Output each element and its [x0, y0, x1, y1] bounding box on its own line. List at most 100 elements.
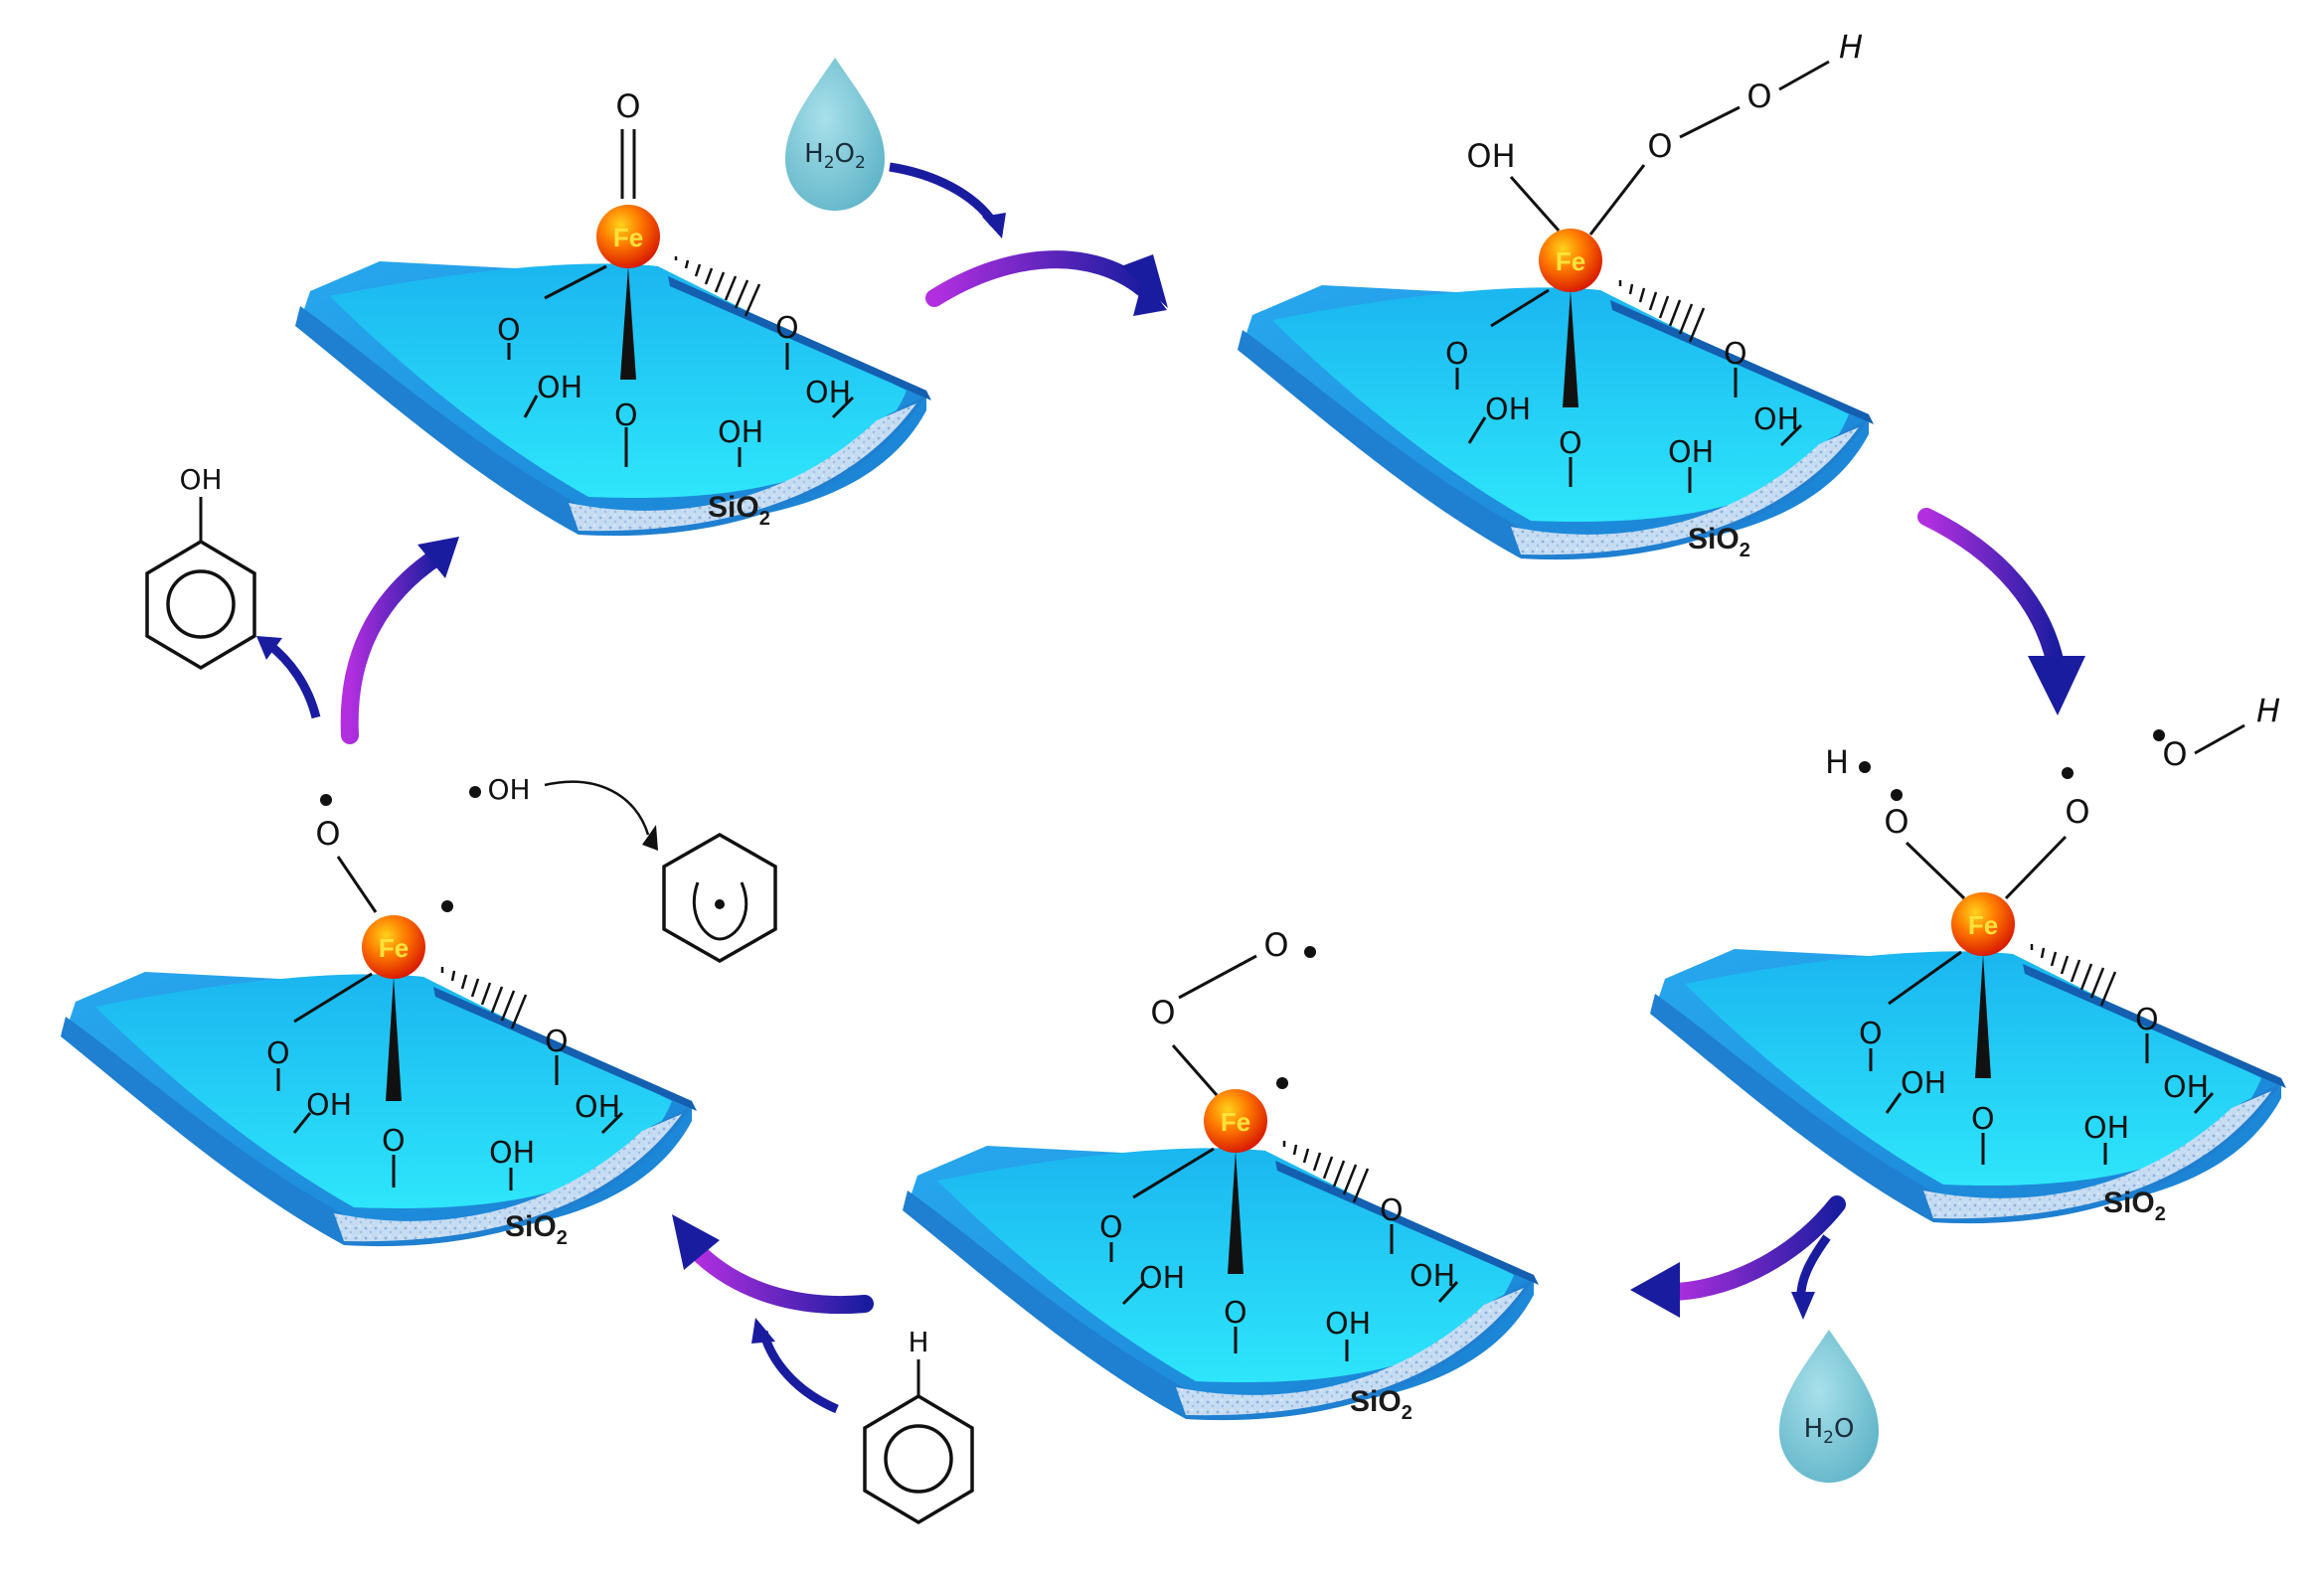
fe-label: Fe: [1556, 246, 1585, 276]
wedge-bond-c: [1975, 954, 1991, 1078]
benzene-inlet-arrow: [751, 1318, 839, 1414]
fe-site-e: Fe: [362, 915, 425, 979]
fe-sphere-icon: [1951, 892, 2015, 956]
sio2-label: SiO2: [708, 491, 770, 530]
surface-bonds-b: [1455, 288, 1803, 493]
oh-label: OH: [1901, 1066, 1946, 1101]
h2o-label: H2O: [1804, 1414, 1855, 1448]
sio2-label: SiO2: [505, 1210, 568, 1249]
radical-dot: [1304, 946, 1316, 958]
surface-labels-d: O OH O OH O OH SiO2: [1099, 1193, 1455, 1424]
h-label: H: [2256, 692, 2280, 729]
hash-bond-c: [2030, 944, 2117, 1007]
radical-dot: [1276, 1077, 1288, 1089]
benzene-ring-icon: [662, 832, 777, 964]
phenol-outlet-arrow: [256, 636, 321, 719]
radical-dot: [1859, 761, 1871, 773]
h2o2-label: H2O2: [804, 139, 866, 173]
o-label: O: [1380, 1193, 1404, 1228]
o-label: O: [1971, 1102, 1995, 1137]
h2o2-drop: H2O2: [785, 58, 885, 211]
fe-label: Fe: [379, 933, 409, 963]
o-label: O: [1099, 1210, 1123, 1245]
o-label: O: [497, 313, 521, 348]
fe-sphere-icon: [1204, 1089, 1267, 1153]
o-label: O: [545, 1025, 569, 1059]
phenol-oh-label: OH: [179, 463, 222, 496]
o-label: O: [1224, 1296, 1247, 1331]
o-label: O: [266, 1036, 290, 1071]
o-label: O: [1559, 426, 1582, 461]
o-label: O: [775, 311, 799, 346]
fe-site-d: Fe: [1204, 1089, 1267, 1153]
fe-label: Fe: [613, 223, 643, 252]
radical-dot: [715, 899, 725, 909]
oh-label: OH: [2083, 1111, 2129, 1146]
o-label: O: [1263, 926, 1288, 964]
h-label: H: [1839, 28, 1863, 66]
hydroxyl-radical-attack: OH: [469, 773, 777, 964]
surface-labels-a: O OH O OH O OH SiO2: [497, 311, 851, 530]
surface-bonds-a: [507, 264, 855, 467]
cycle-arrow-bottom-left: [672, 1214, 874, 1314]
o-label: O: [1884, 803, 1909, 841]
wedge-bond-b: [1563, 290, 1578, 407]
surface-bonds-e: [276, 972, 624, 1190]
ligand-oxyl-e: O: [315, 794, 453, 913]
cycle-arrow-bottom-right: [1630, 1195, 1846, 1318]
fe-sphere-icon: [1539, 229, 1602, 292]
o-label: O: [1859, 1017, 1883, 1051]
fe-label: Fe: [1221, 1107, 1250, 1137]
oh-label: OH: [1466, 137, 1515, 175]
hash-bond-d: [1282, 1141, 1370, 1203]
oh-label: OH: [1410, 1259, 1455, 1294]
oh-label: OH: [1753, 402, 1799, 437]
surface-bonds-d: [1109, 1147, 1459, 1361]
oh-label: OH: [1485, 393, 1531, 427]
radical-dot: [441, 900, 453, 912]
benzene-h-label: H: [908, 1326, 928, 1358]
radical-oh-label: OH: [487, 773, 530, 806]
wedge-bond-e: [386, 977, 402, 1101]
oh-label: OH: [805, 376, 851, 410]
o-label: O: [2065, 793, 2089, 831]
fe-label: Fe: [1968, 910, 1998, 940]
cycle-arrow-right: [1917, 508, 2085, 715]
o-label: O: [382, 1124, 406, 1159]
o-label: O: [1150, 994, 1175, 1031]
ligand-hydroperoxo-b: OH O O H: [1466, 28, 1863, 236]
o-label: O: [1724, 337, 1747, 372]
sio2-label: SiO2: [1688, 523, 1750, 561]
ligand-radicals-c: H O O O H: [1825, 692, 2280, 900]
radical-dot: [2062, 767, 2074, 779]
oh-label: OH: [1139, 1261, 1185, 1296]
benzene-molecule: H: [863, 1326, 974, 1525]
wedge-bond-d: [1228, 1151, 1244, 1274]
sio2-label: SiO2: [2103, 1187, 2166, 1225]
oxo-o-label: O: [615, 87, 640, 125]
o-label: O: [1746, 78, 1771, 115]
surface-labels-b: O OH O OH O OH SiO2: [1445, 337, 1799, 561]
oh-label: OH: [575, 1090, 620, 1125]
o-label: O: [2135, 1003, 2159, 1037]
water-drop-icon: [785, 58, 885, 211]
radical-dot: [469, 786, 481, 798]
phenol-molecule: OH: [145, 463, 256, 671]
wedge-bond-a: [620, 266, 636, 380]
hash-bond-a: [674, 256, 761, 317]
oh-label: OH: [306, 1088, 352, 1123]
o-label: O: [1445, 337, 1469, 372]
cycle-arrow-top: [925, 250, 1168, 316]
o-label: O: [2162, 735, 2187, 773]
fe-site-b: Fe: [1539, 229, 1602, 292]
surface-bonds-c: [1869, 950, 2215, 1165]
h2o2-inlet-arrow: [889, 162, 1006, 238]
ligand-superoxo-d: O O: [1150, 926, 1316, 1096]
h2o-outlet-arrow: [1791, 1234, 1831, 1320]
water-drop-icon: [1779, 1330, 1879, 1483]
benzene-ring-icon: [863, 1393, 974, 1525]
radical-dot: [1891, 789, 1903, 801]
fe-sphere-icon: [596, 205, 660, 268]
h2o-drop: H2O: [1779, 1330, 1879, 1483]
